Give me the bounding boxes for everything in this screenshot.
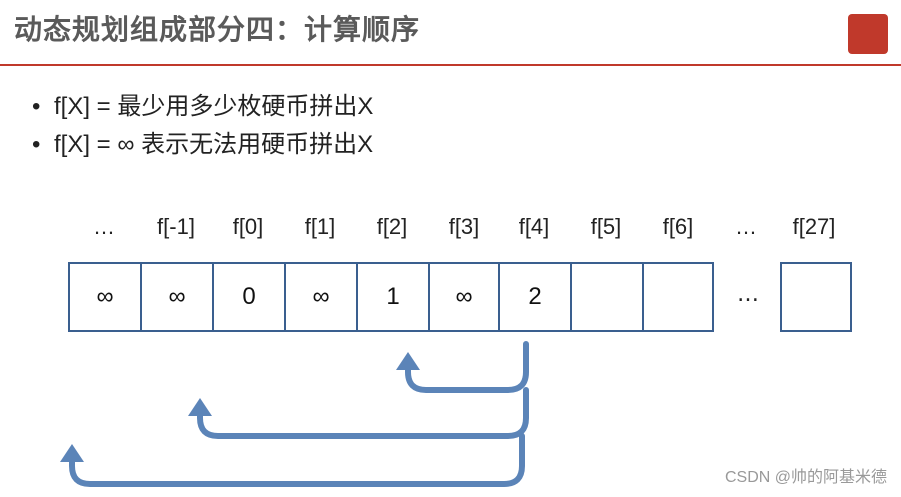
array-cell-f0: 0 (212, 262, 286, 332)
index-label-f5: f[5] (590, 214, 622, 239)
arrow-f4-to-f-neg1 (197, 387, 529, 439)
bullet-list: • f[X] = 最少用多少枚硬币拼出X • f[X] = ∞ 表示无法用硬币拼出X (32, 88, 373, 164)
arrowhead-outside-icon (60, 444, 84, 462)
bullet-dot-icon: • (32, 131, 41, 158)
index-label-f0: f[0] (232, 214, 264, 239)
index-label-f2: f[2] (376, 214, 408, 239)
slide-title: 动态规划组成部分四：计算顺序 (14, 13, 421, 46)
index-label-f4: f[4] (518, 214, 550, 239)
watermark: CSDN @帅的阿基米德 (724, 469, 887, 486)
array-cell-f27 (780, 262, 852, 332)
array-cell-f4: 2 (498, 262, 572, 332)
index-label-f27: f[27] (792, 214, 836, 239)
arrowhead-f-neg1-icon (188, 398, 212, 416)
arrow-f4-to-outside (69, 433, 525, 487)
bullet-text: f[X] = ∞ 表示无法用硬币拼出X (54, 131, 374, 158)
arrow-f4-to-f2 (405, 341, 529, 393)
array-cell-f2: 1 (356, 262, 430, 332)
index-label-f1: f[1] (304, 214, 336, 239)
logo-seal (848, 14, 888, 54)
arrowhead-f2-icon (396, 352, 420, 370)
index-label-f-neg1: f[-1] (157, 214, 195, 239)
index-label-ellipsis-left: … (93, 214, 115, 239)
bullet-item: • f[X] = ∞ 表示无法用硬币拼出X (32, 126, 373, 164)
bullet-item: • f[X] = 最少用多少枚硬币拼出X (32, 88, 373, 126)
array-cell-f6 (642, 262, 714, 332)
bullet-dot-icon: • (32, 93, 41, 120)
array-gap-ellipsis: … (737, 282, 759, 307)
index-label-f6: f[6] (662, 214, 694, 239)
index-label-ellipsis-right: … (735, 214, 757, 239)
index-label-f3: f[3] (448, 214, 480, 239)
title-divider (0, 64, 901, 66)
array-cell-f-neg1: ∞ (140, 262, 214, 332)
bullet-text: f[X] = 最少用多少枚硬币拼出X (54, 93, 374, 120)
